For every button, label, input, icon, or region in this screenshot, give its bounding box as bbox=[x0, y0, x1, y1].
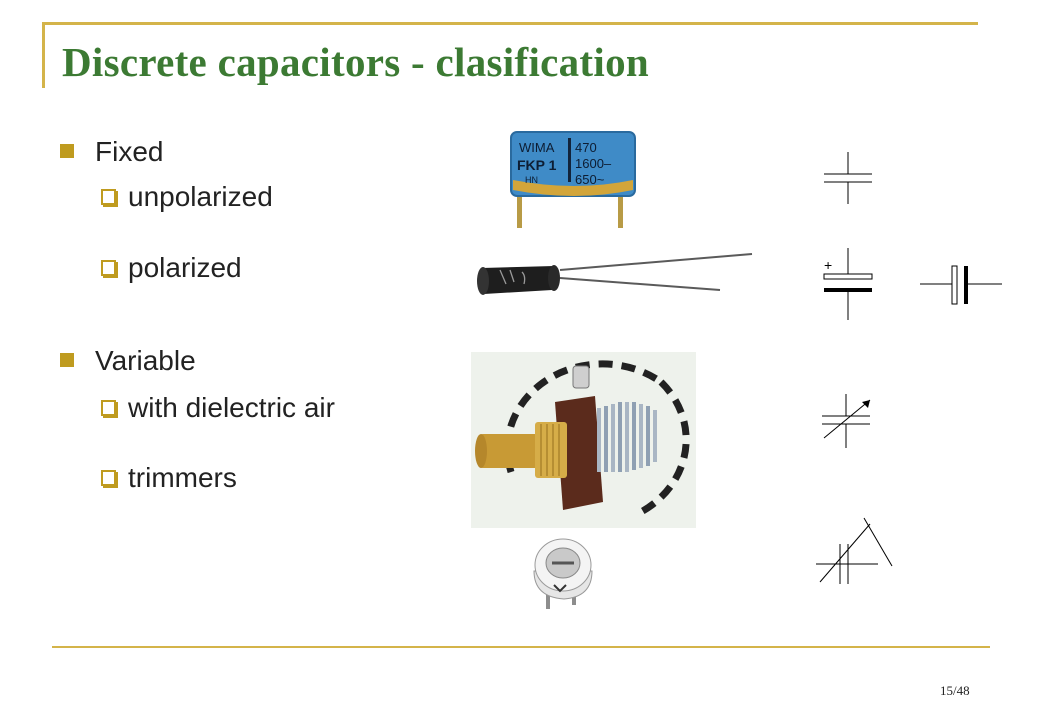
checkbox-bullet-icon bbox=[101, 260, 116, 276]
bullet-unpolarized-label: unpolarized bbox=[128, 181, 273, 212]
plus-sign: + bbox=[824, 257, 832, 273]
checkbox-bullet-icon bbox=[101, 470, 116, 486]
checkbox-bullet-icon bbox=[101, 189, 116, 205]
unpolarized-capacitor-symbol bbox=[824, 152, 872, 204]
bullet-trimmers-label: trimmers bbox=[128, 462, 237, 493]
bullet-variable-label: Variable bbox=[95, 345, 196, 376]
svg-text:FKP 1: FKP 1 bbox=[517, 157, 557, 173]
svg-text:1600–: 1600– bbox=[575, 156, 612, 171]
square-bullet-icon bbox=[60, 353, 74, 367]
checkbox-bullet-icon bbox=[101, 400, 116, 416]
bullet-unpolarized: unpolarized bbox=[101, 181, 273, 213]
page-number: 15/48 bbox=[940, 683, 970, 698]
bullet-trimmers: trimmers bbox=[101, 462, 237, 494]
polarized-capacitor-symbol: + bbox=[823, 248, 873, 320]
svg-text:470: 470 bbox=[575, 140, 597, 155]
bullet-dielectric-air: with dielectric air bbox=[101, 392, 335, 424]
bullet-variable: Variable bbox=[60, 345, 196, 377]
bullet-dielectric-air-label: with dielectric air bbox=[128, 392, 335, 423]
bullet-fixed: Fixed bbox=[60, 136, 164, 168]
trimmer-capacitor-symbol bbox=[816, 517, 893, 584]
svg-text:HN: HN bbox=[525, 175, 538, 185]
air-variable-capacitor-photo bbox=[471, 352, 696, 528]
variable-capacitor-symbol bbox=[822, 394, 871, 448]
frame-top-line bbox=[42, 22, 978, 25]
bullet-fixed-label: Fixed bbox=[95, 136, 164, 167]
frame-left-line bbox=[42, 22, 45, 88]
square-bullet-icon bbox=[60, 144, 74, 158]
bullet-polarized: polarized bbox=[101, 252, 242, 284]
frame-bottom-line bbox=[52, 646, 990, 648]
bullet-polarized-label: polarized bbox=[128, 252, 242, 283]
svg-text:WIMA: WIMA bbox=[519, 140, 555, 155]
svg-text:650~: 650~ bbox=[575, 172, 605, 187]
film-capacitor-photo: WIMA 470 FKP 1 1600– HN 650~ bbox=[510, 131, 636, 228]
capacitor-plates bbox=[597, 402, 657, 472]
trimmer-capacitor-photo bbox=[533, 538, 593, 609]
slide-title: Discrete capacitors - clasification bbox=[62, 39, 649, 85]
electrolytic-capacitor-photo bbox=[477, 253, 753, 295]
polarized-capacitor-symbol-horizontal bbox=[920, 265, 1002, 305]
